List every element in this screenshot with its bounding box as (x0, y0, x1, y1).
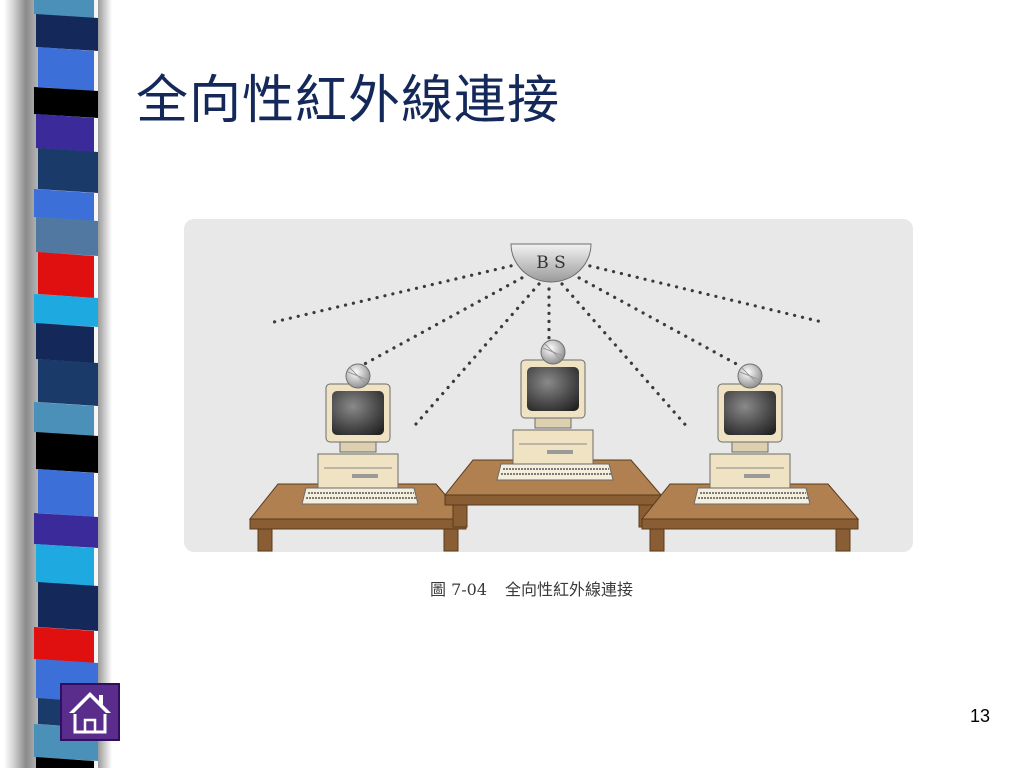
color-stripe-band (34, 0, 98, 768)
stripe-segment (38, 582, 98, 631)
stripe-segment (38, 148, 98, 193)
home-button[interactable] (60, 683, 120, 741)
stripe-segment (34, 189, 94, 221)
stripe-segment (34, 627, 94, 663)
home-icon (69, 692, 111, 734)
stripe-segment (38, 469, 94, 517)
ir-signal-line-right-pc (570, 272, 744, 369)
stripe-segment (36, 217, 98, 256)
stripe-segment (38, 252, 94, 298)
ir-signal-line-right-wide (580, 262, 824, 324)
workstation-center (444, 339, 662, 528)
ir-signal-line-right-inner (560, 282, 691, 431)
figure-caption-text: 全向性紅外線連接 (505, 580, 634, 599)
workstation-right (641, 363, 859, 552)
stripe-segment (34, 87, 98, 118)
stripe-segment (34, 513, 98, 548)
stripe-segment (36, 432, 98, 473)
stripe-segment (34, 0, 94, 18)
stripe-segment (34, 294, 98, 327)
ir-signal-line-left-pc (357, 272, 531, 369)
stripe-segment (38, 359, 98, 406)
stripe-segment (36, 14, 98, 51)
infrared-network-diagram: B S (249, 243, 859, 552)
stripe-shadow (98, 0, 112, 768)
page-title: 全向性紅外線連接 (136, 71, 561, 131)
stripe-segment (36, 323, 94, 363)
stripe-segment (38, 47, 94, 91)
figure-caption: 圖 7-04 全向性紅外線連接 (430, 576, 633, 600)
workstation-left (249, 363, 467, 552)
decorative-side-strip (0, 0, 112, 768)
stripe-segment (36, 114, 94, 152)
stripe-segment (36, 757, 94, 768)
base-station: B S (510, 243, 592, 283)
infrared-signal-lines (272, 262, 824, 431)
ir-signal-line-left-wide (272, 262, 521, 324)
figure-panel: B S (184, 219, 913, 552)
stripe-segment (36, 544, 94, 586)
ir-signal-line-left-inner (414, 282, 541, 426)
page-number: 13 (969, 706, 990, 726)
base-station-label: B S (536, 253, 566, 273)
stripe-segment (34, 402, 94, 436)
figure-caption-label: 圖 7-04 (430, 580, 488, 599)
